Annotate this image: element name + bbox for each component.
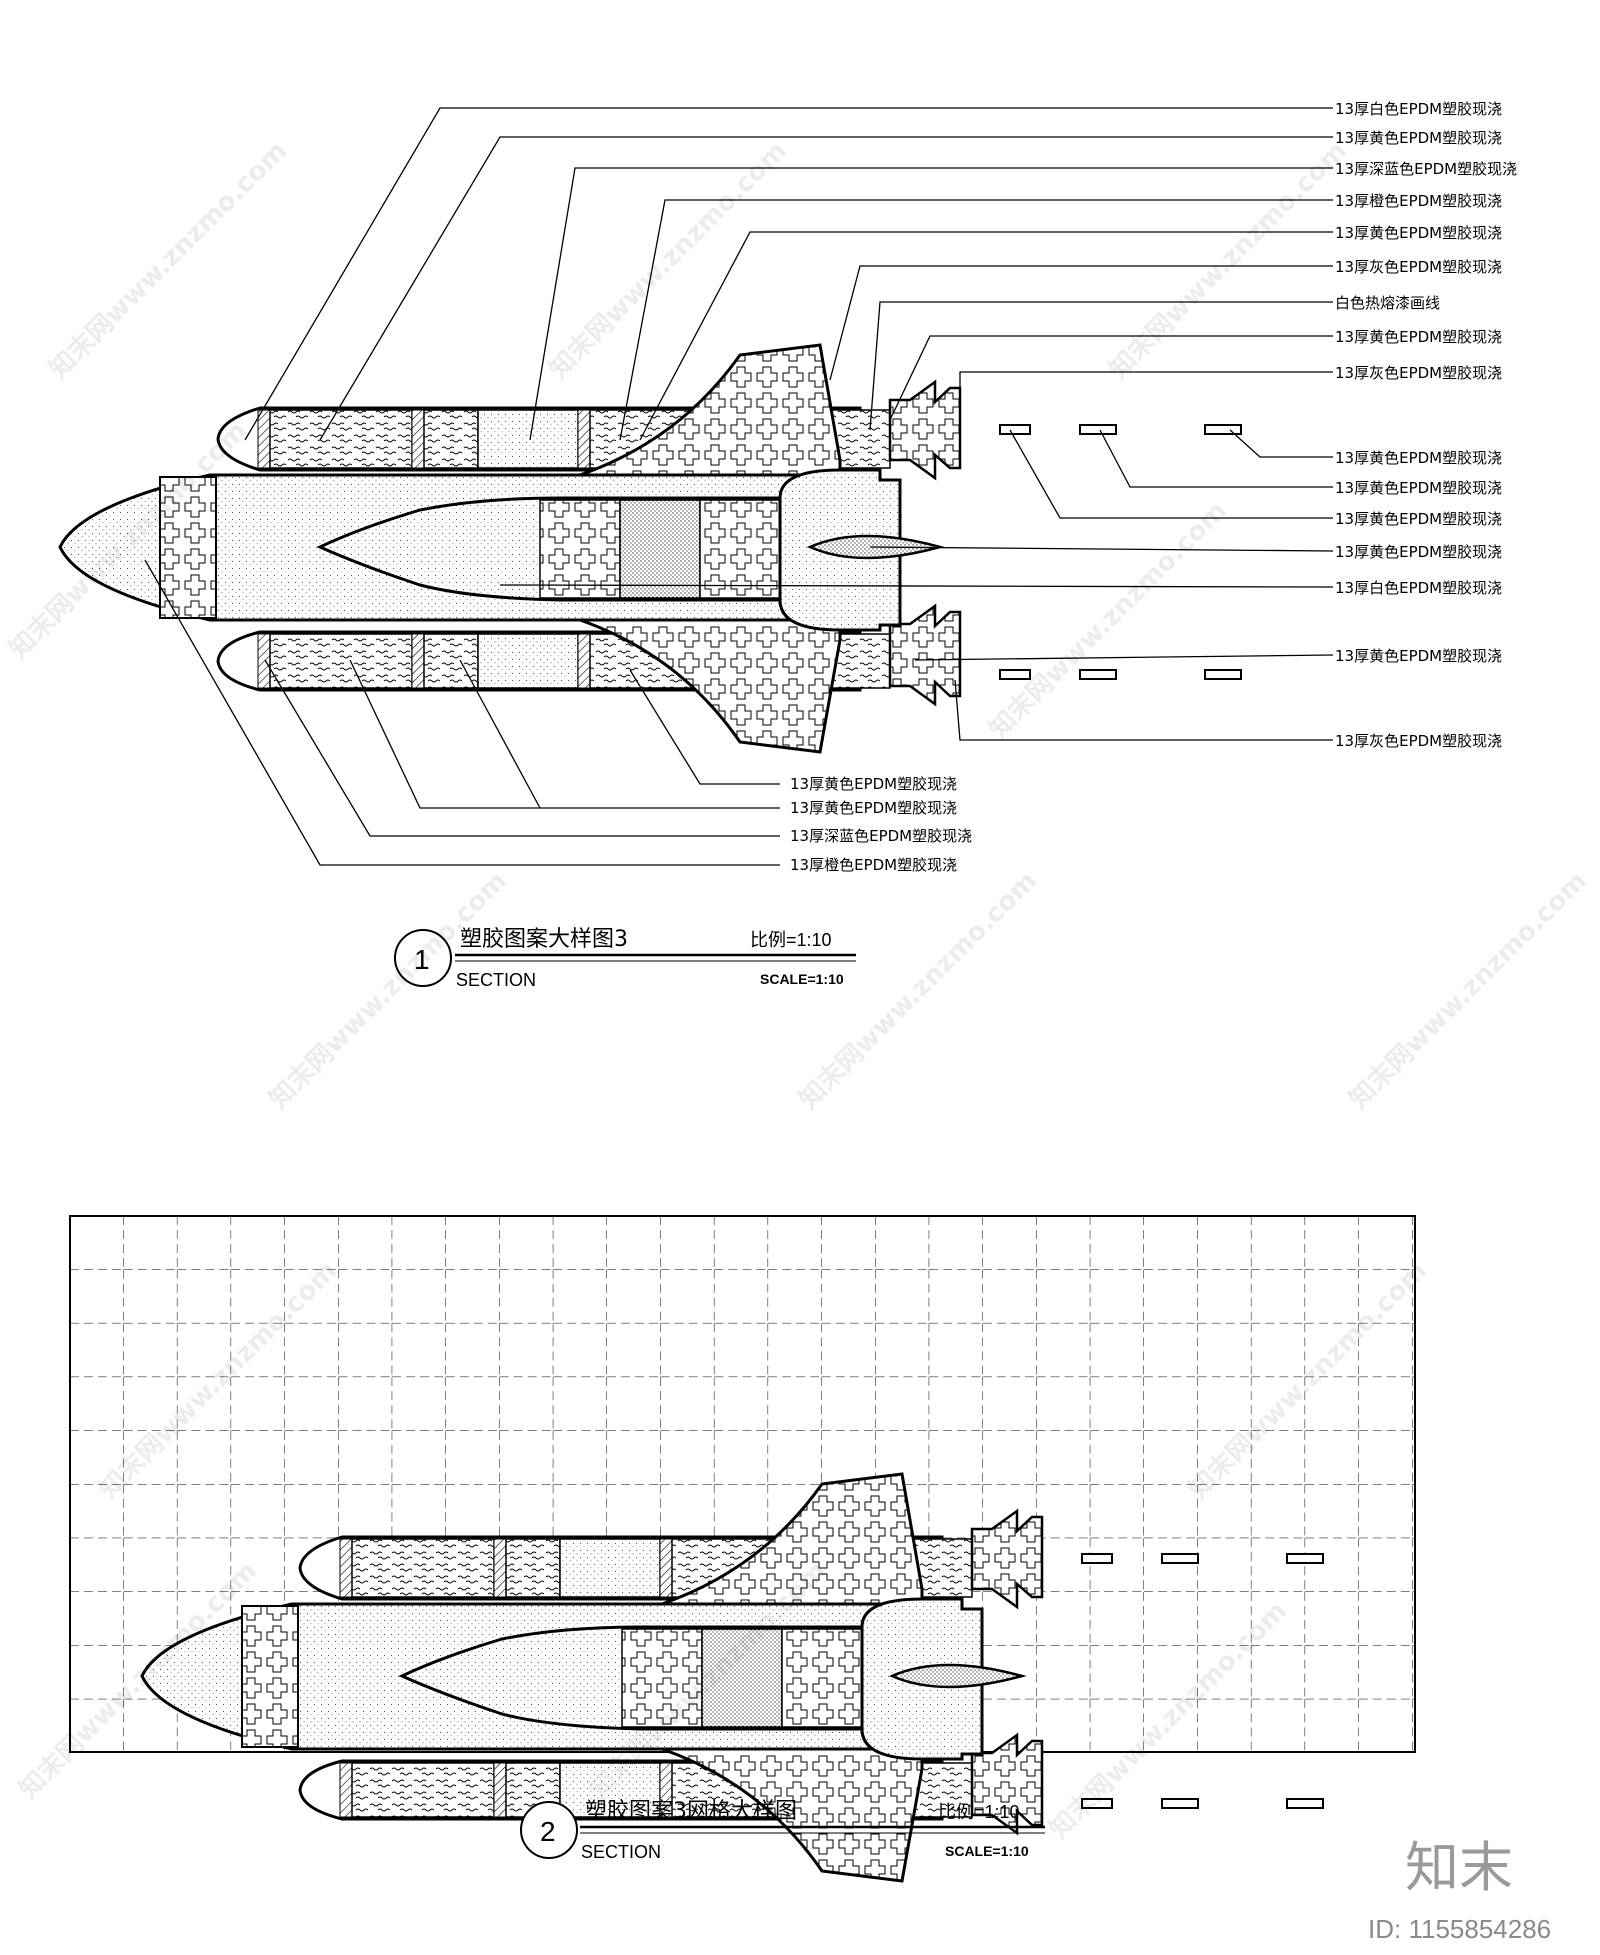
watermark: 知末网www.znzmo.com: [1344, 866, 1593, 1115]
detail-number-1: 1: [414, 944, 430, 975]
watermark: 知末网www.znzmo.com: [44, 136, 293, 385]
label-r15: 13厚黄色EPDM塑胶现浇: [1335, 647, 1502, 665]
detail-section-1: SECTION: [456, 970, 536, 990]
detail-number-2: 2: [540, 1816, 556, 1847]
label-b4: 13厚橙色EPDM塑胶现浇: [790, 856, 957, 874]
label-r16: 13厚灰色EPDM塑胶现浇: [1335, 732, 1502, 750]
labels-bottom: 13厚黄色EPDM塑胶现浇 13厚黄色EPDM塑胶现浇 13厚深蓝色EPDM塑胶…: [790, 775, 972, 874]
watermark: 知末网www.znzmo.com: [1104, 136, 1353, 385]
label-r10: 13厚黄色EPDM塑胶现浇: [1335, 449, 1502, 467]
label-r3: 13厚深蓝色EPDM塑胶现浇: [1335, 160, 1517, 178]
detail-number-circle-1: [394, 929, 452, 987]
detail-title-2: 塑胶图案3网格大样图: [585, 1799, 797, 1824]
image-id: ID: 1155854286: [1368, 1914, 1551, 1944]
label-r12: 13厚黄色EPDM塑胶现浇: [1335, 510, 1502, 528]
detail-scale-en-2: SCALE=1:10: [945, 1843, 1029, 1859]
label-r13: 13厚黄色EPDM塑胶现浇: [1335, 543, 1502, 561]
leader-lines-bottom: [144, 559, 780, 866]
label-r14: 13厚白色EPDM塑胶现浇: [1335, 579, 1502, 597]
detail-scale-en-1: SCALE=1:10: [760, 971, 844, 987]
label-r6: 13厚灰色EPDM塑胶现浇: [1335, 258, 1502, 276]
label-r1: 13厚白色EPDM塑胶现浇: [1335, 100, 1502, 118]
title-block-1: 1 塑胶图案大样图3 比例=1:10 SECTION SCALE=1:10: [394, 927, 856, 990]
watermark: 知末网www.znzmo.com: [984, 496, 1233, 745]
title-block-2: 2 塑胶图案3网格大样图 比例=1:10 SECTION SCALE=1:10: [520, 1799, 1045, 1862]
label-r9: 13厚灰色EPDM塑胶现浇: [1335, 364, 1502, 382]
brand-logo: 知末: [1405, 1836, 1513, 1899]
label-b1: 13厚黄色EPDM塑胶现浇: [790, 775, 957, 793]
label-r4: 13厚橙色EPDM塑胶现浇: [1335, 192, 1502, 210]
label-r11: 13厚黄色EPDM塑胶现浇: [1335, 479, 1502, 497]
watermark: 知末网www.znzmo.com: [264, 866, 513, 1115]
watermark: 知末网www.znzmo.com: [544, 136, 793, 385]
label-r5: 13厚黄色EPDM塑胶现浇: [1335, 224, 1502, 242]
detail-title-1: 塑胶图案大样图3: [460, 927, 628, 952]
detail-section-2: SECTION: [581, 1842, 661, 1862]
label-r8: 13厚黄色EPDM塑胶现浇: [1335, 328, 1502, 346]
detail-scale-cn-1: 比例=1:10: [750, 930, 832, 950]
watermark: 知末网www.znzmo.com: [794, 866, 1043, 1115]
labels-right: 13厚白色EPDM塑胶现浇 13厚黄色EPDM塑胶现浇 13厚深蓝色EPDM塑胶…: [1335, 100, 1517, 750]
detail-scale-cn-2: 比例=1:10: [938, 1802, 1020, 1822]
label-b2: 13厚黄色EPDM塑胶现浇: [790, 799, 957, 817]
detail-number-circle-2: [520, 1801, 578, 1859]
label-r7: 白色热熔漆画线: [1335, 294, 1440, 312]
label-r2: 13厚黄色EPDM塑胶现浇: [1335, 129, 1502, 147]
leader-lines-right: [244, 107, 1334, 741]
label-b3: 13厚深蓝色EPDM塑胶现浇: [790, 827, 972, 845]
